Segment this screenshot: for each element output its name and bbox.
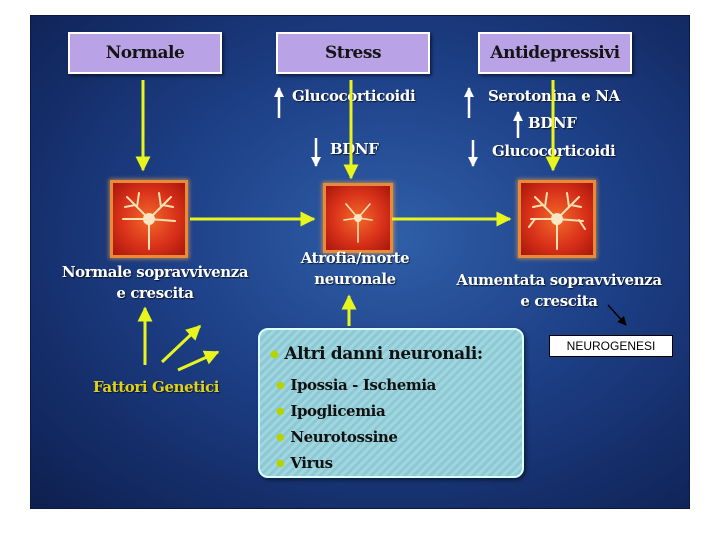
outcome-atrofia: Atrofia/morte neuronale	[285, 248, 425, 290]
list-item: ●Virus	[276, 454, 333, 472]
header-stress: Stress	[276, 32, 430, 74]
bullet-icon: ●	[276, 406, 285, 417]
bullet-icon: ●	[276, 432, 285, 443]
bullet-icon: ●	[276, 380, 285, 391]
neuron-atrophy-image	[323, 183, 393, 253]
header-stress-label: Stress	[324, 43, 382, 63]
bullet-icon: ●	[276, 458, 285, 469]
header-normale-label: Normale	[105, 43, 185, 63]
other-damage-title: ●Altri danni neuronali:	[270, 344, 483, 364]
other-damage-list: ●Ipossia - Ischemia ●Ipoglicemia ●Neurot…	[276, 372, 436, 476]
bullet-icon: ●	[270, 349, 279, 360]
neurogenesi-label: NEUROGENESI	[566, 339, 656, 353]
header-normale: Normale	[68, 32, 222, 74]
header-antidepressivi-label: Antidepressivi	[490, 43, 620, 63]
antidep-effect-serotonina: Serotonina e NA	[488, 87, 620, 105]
outcome-normale: Normale sopravvivenza e crescita	[55, 262, 255, 304]
other-damage-panel: ●Altri danni neuronali: ●Ipossia - Ische…	[258, 328, 524, 478]
neurogenesi-annotation: NEUROGENESI	[549, 335, 673, 357]
neuron-increased-image	[518, 180, 596, 258]
list-item: ●Ipoglicemia	[276, 402, 386, 420]
outcome-atrofia-line1: Atrofia/morte	[300, 249, 410, 267]
outcome-aumentata: Aumentata sopravvivenza e crescita	[448, 270, 670, 312]
outcome-normale-line2: e crescita	[116, 284, 194, 302]
genetic-factors-label: Fattori Genetici	[93, 378, 220, 396]
outcome-aumentata-line2: e crescita	[520, 292, 598, 310]
outcome-aumentata-line1: Aumentata sopravvivenza	[456, 271, 662, 289]
list-item: ●Ipossia - Ischemia	[276, 376, 436, 394]
stress-effect-glucocorticoidi: Glucocorticoidi	[292, 87, 416, 105]
antidep-effect-bdnf: BDNF	[528, 114, 577, 132]
list-item: ●Neurotossine	[276, 428, 398, 446]
antidep-effect-glucocorticoidi: Glucocorticoidi	[492, 142, 616, 160]
stress-effect-bdnf: BDNF	[330, 140, 379, 158]
neuron-normal-image	[110, 180, 188, 258]
outcome-normale-line1: Normale sopravvivenza	[61, 263, 249, 281]
outcome-atrofia-line2: neuronale	[314, 270, 396, 288]
header-antidepressivi: Antidepressivi	[478, 32, 632, 74]
